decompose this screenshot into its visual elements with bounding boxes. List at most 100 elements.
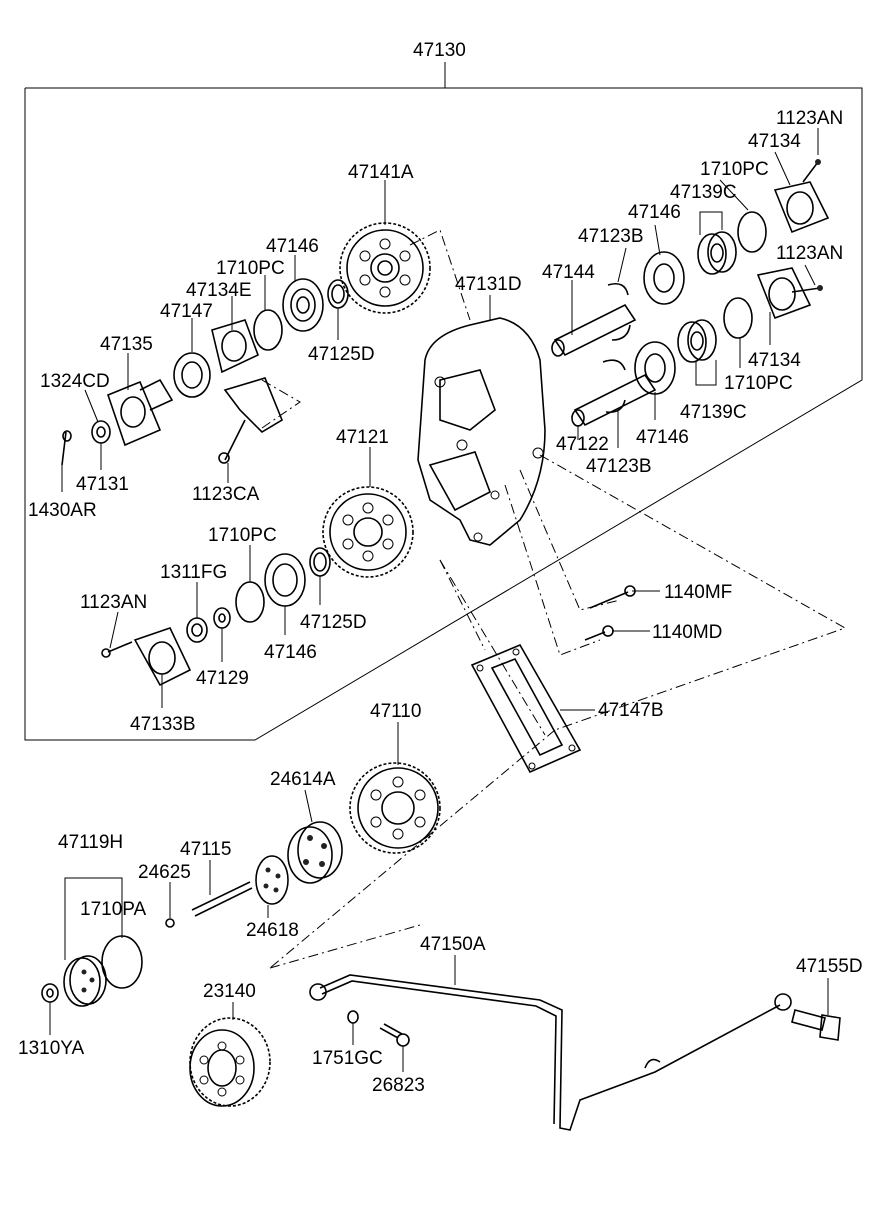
label-47134-a: 47134: [748, 131, 801, 152]
gear-23140: [189, 1017, 271, 1107]
label-47130: 47130: [413, 40, 466, 61]
label-47147: 47147: [160, 301, 213, 322]
bearing-47146-right-lower: [634, 341, 676, 395]
collar-47125D-upper: [327, 279, 349, 309]
gear-case-47131D: [417, 317, 546, 546]
label-1710PC-d: 1710PC: [208, 525, 277, 546]
label-1751GC: 1751GC: [312, 1048, 383, 1069]
washer-47123B-upper: [607, 282, 631, 341]
label-26823: 26823: [372, 1075, 425, 1096]
gear-47121: [322, 486, 414, 578]
flange-47134-lower: [756, 267, 823, 320]
label-47155D: 47155D: [796, 956, 863, 977]
damper-24614A: [287, 821, 343, 884]
pulley-47119H: [63, 955, 107, 1007]
label-47125D-a: 47125D: [308, 344, 375, 365]
label-23140: 23140: [203, 981, 256, 1002]
label-1123AN-c: 1123AN: [80, 592, 147, 613]
cover-47133B: [101, 627, 192, 687]
bolt-1140MF: [589, 585, 636, 609]
bearing-47146-right-upper: [643, 251, 685, 305]
gear-47110: [349, 762, 441, 854]
flange-47134-upper: [773, 159, 830, 234]
gasket-47147B: [470, 643, 582, 774]
bolt-1140MD: [584, 625, 614, 641]
bearing-47146-upper: [282, 278, 324, 332]
label-1324CD: 1324CD: [40, 371, 110, 392]
oring-1710PA: [101, 935, 143, 989]
label-47129: 47129: [196, 668, 249, 689]
label-47146-d: 47146: [264, 642, 317, 663]
spacer-47139C-lower: [677, 319, 717, 363]
label-47110: 47110: [370, 701, 421, 722]
oring-1710PC-right-lower: [723, 297, 753, 339]
label-47139C-b: 47139C: [680, 402, 747, 423]
assembly-boundary: [24, 87, 863, 741]
label-1430AR: 1430AR: [28, 500, 97, 521]
label-47135: 47135: [100, 334, 153, 355]
flange-47134E: [211, 319, 260, 374]
ring-1751GC: [347, 1010, 359, 1024]
shaft-47115: [191, 881, 253, 917]
label-47147B: 47147B: [598, 700, 664, 721]
label-1710PC-c: 1710PC: [724, 373, 793, 394]
label-47146-c: 47146: [636, 427, 689, 448]
oring-1710PC-right-upper: [737, 211, 767, 253]
collar-47125D-lower: [309, 547, 331, 577]
label-24625: 24625: [138, 862, 191, 883]
label-47121: 47121: [336, 427, 389, 448]
oring-1710PC-upper: [253, 309, 283, 351]
plate-1123CA: [218, 377, 301, 464]
nut-47131: [91, 420, 111, 444]
pin-1430AR: [61, 430, 72, 466]
housing-47135: [106, 378, 174, 447]
bolt-47155D: [791, 1009, 841, 1041]
plate-24618: [255, 855, 289, 905]
part-labels: 47130 47141A 1123AN 47134 1710PC 47139C …: [18, 40, 863, 1096]
label-47119H: 47119H: [58, 832, 123, 853]
oring-1710PC-lower: [235, 581, 265, 623]
washer-47123B-lower: [602, 359, 626, 414]
label-47139C-a: 47139C: [670, 182, 737, 203]
bearing-47146-lower: [264, 553, 306, 607]
label-47146-b: 47146: [266, 236, 319, 257]
label-1123AN-b: 1123AN: [776, 243, 843, 264]
label-47123B-b: 47123B: [586, 456, 652, 477]
bolt-26823: [379, 1023, 410, 1047]
label-47125D-b: 47125D: [300, 612, 367, 633]
shaft-47144: [551, 303, 637, 357]
nut-1310YA: [41, 983, 59, 1003]
label-47115: 47115: [180, 839, 231, 860]
gear-47141A: [339, 222, 431, 314]
washer-47129: [213, 607, 231, 629]
label-1710PC-b: 1710PC: [216, 258, 285, 279]
nut-1311FG: [186, 617, 208, 643]
label-1123CA: 1123CA: [192, 484, 260, 505]
label-24618: 24618: [246, 920, 299, 941]
label-47134-b: 47134: [748, 350, 801, 371]
bearing-47147: [173, 352, 211, 398]
label-1310YA: 1310YA: [18, 1038, 85, 1059]
label-47131: 47131: [76, 474, 129, 495]
shaft-47122: [571, 373, 657, 427]
label-1140MD: 1140MD: [652, 622, 722, 643]
label-1311FG: 1311FG: [160, 562, 227, 583]
label-24614A: 24614A: [270, 769, 336, 790]
label-47123B-a: 47123B: [578, 226, 644, 247]
label-47133B: 47133B: [130, 714, 196, 735]
label-1710PA: 1710PA: [80, 899, 147, 920]
label-47122: 47122: [556, 434, 609, 455]
pin-24625: [165, 918, 175, 928]
label-1123AN-a: 1123AN: [776, 108, 843, 129]
label-1710PC-a: 1710PC: [700, 159, 769, 180]
label-47131D: 47131D: [455, 274, 522, 295]
label-47141A: 47141A: [348, 162, 414, 183]
spacer-47139C-upper: [697, 231, 737, 275]
label-47150A: 47150A: [420, 934, 486, 955]
label-47134E: 47134E: [186, 280, 252, 301]
oil-pipe-47150A: [309, 974, 792, 1131]
label-1140MF: 1140MF: [664, 582, 732, 603]
label-47146-a: 47146: [628, 202, 681, 223]
leader-lines: [49, 128, 829, 1072]
